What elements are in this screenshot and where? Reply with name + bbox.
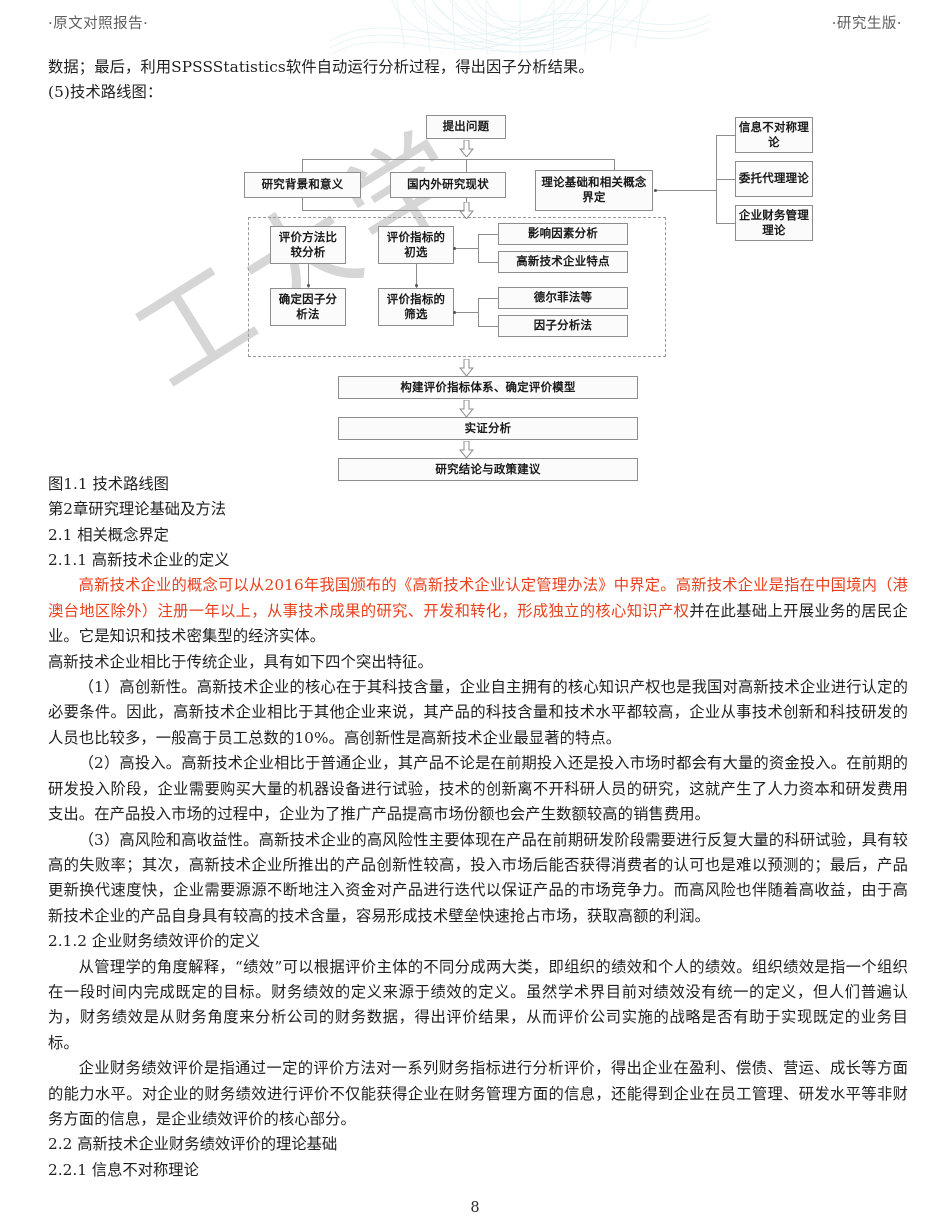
paragraph-performance-evaluation: 企业财务绩效评价是指通过一定的评价方法对一系列财务指标进行分析评价，得出企业在盈… xyxy=(48,1059,908,1128)
connector-theory-3 xyxy=(716,222,735,224)
flow-node-index-initial: 评价指标的初选 xyxy=(378,225,454,264)
connector-dot-theory-base xyxy=(654,188,657,192)
arrow-empirical-to-conclusion xyxy=(459,440,474,458)
arrow-problem-to-row xyxy=(459,139,474,157)
connector-bus-mid-drop xyxy=(466,158,467,172)
technical-roadmap-figure: 提出问题 研究背景和意义 国内外研究现状 理论基础和相关概念界定 信息不对称理论… xyxy=(48,110,908,481)
flow-node-problem: 提出问题 xyxy=(426,114,506,139)
flow-node-background: 研究背景和意义 xyxy=(244,171,361,198)
flow-node-hitech-features: 高新技术企业特点 xyxy=(498,250,628,273)
connector-initial-to-filter xyxy=(416,263,417,288)
figure-caption: 图1.1 技术路线图 xyxy=(48,474,169,493)
flow-node-research-status: 国内外研究现状 xyxy=(390,171,506,198)
connector-upper-pair-spine xyxy=(478,233,479,262)
connector-to-hitech xyxy=(478,261,498,263)
connector-theory-to-base xyxy=(656,189,716,191)
connector-dot-method-column xyxy=(307,283,310,287)
connector-bus-right-drop xyxy=(614,158,615,172)
connector-filter-to-pair xyxy=(455,311,478,313)
paragraph-performance-definition: 从管理学的角度解释，“绩效”可以根据评价主体的不同分成两大类，即组织的绩效和个人… xyxy=(48,957,908,1052)
paragraph-feature-risk-return: （3）高风险和高收益性。高新技术企业的高风险性主要体现在产品在前期研发阶段需要进… xyxy=(48,830,908,925)
connector-lower-pair-spine xyxy=(478,297,479,326)
section-heading-2-2: 2.2 高新技术企业财务绩效评价的理论基础 xyxy=(48,1135,338,1154)
definition-tail-text: 并在此基础上开展业务的居民企业。它是知识和技术密集型的经济实体。 xyxy=(48,601,908,646)
connector-to-delphi xyxy=(478,297,498,299)
arrow-row-to-group xyxy=(459,201,474,219)
header-left-label: ·原文对照报告· xyxy=(48,16,149,32)
section-heading-2-1: 2.1 相关概念界定 xyxy=(48,525,169,544)
flow-node-method-comparison: 评价方法比较分析 xyxy=(270,225,346,264)
connector-dot-filter-pair xyxy=(453,310,456,314)
flow-node-theory-info-asymmetry: 信息不对称理论 xyxy=(735,116,813,153)
paragraph-data-continuation: 数据；最后，利用SPSSStatistics软件自动运行分析过程，得出因子分析结… xyxy=(48,58,594,76)
chapter-heading: 第2章研究理论基础及方法 xyxy=(48,500,226,519)
connector-background-down xyxy=(302,197,303,210)
connector-initial-to-pair xyxy=(455,247,478,249)
dashed-group-container xyxy=(248,216,666,357)
flow-node-conclusion-policy: 研究结论与政策建议 xyxy=(338,457,638,481)
connector-theory-1 xyxy=(716,134,735,136)
section-heading-2-1-1: 2.1.1 高新技术企业的定义 xyxy=(48,551,230,570)
flow-node-theory-base: 理论基础和相关概念界定 xyxy=(535,169,653,211)
arrow-group-to-build xyxy=(459,358,474,376)
document-content: 数据；最后，利用SPSSStatistics软件自动运行分析过程，得出因子分析结… xyxy=(48,55,908,1183)
flow-node-index-filter: 评价指标的筛选 xyxy=(378,287,454,326)
flow-node-determine-factor-method: 确定因子分析法 xyxy=(270,287,346,326)
connector-dot-initial-pair xyxy=(453,246,456,250)
flow-node-build-model: 构建评价指标体系、确定评价模型 xyxy=(338,375,638,399)
arrow-build-to-empirical xyxy=(459,399,474,417)
paragraph-feature-innovation: （1）高创新性。高新技术企业的核心在于其科技含量，企业自主拥有的核心知识产权也是… xyxy=(48,678,908,747)
paragraph-tech-roadmap-label: (5)技术路线图： xyxy=(48,83,163,102)
connector-to-influence xyxy=(478,233,498,235)
page-running-header: ·原文对照报告· ·研究生版· xyxy=(0,12,950,36)
flow-node-delphi-method: 德尔菲法等 xyxy=(498,286,628,309)
page-number: 8 xyxy=(470,1200,480,1216)
connector-bus-left-drop xyxy=(302,158,303,172)
paragraph-features-intro: 高新技术企业相比于传统企业，具有如下四个突出特征。 xyxy=(48,652,433,671)
section-heading-2-1-2: 2.1.2 企业财务绩效评价的定义 xyxy=(48,932,261,951)
connector-theory-2 xyxy=(716,178,735,180)
connector-merge-bus xyxy=(302,209,466,211)
flow-node-factor-analysis-method: 因子分析法 xyxy=(498,314,628,337)
connector-top-bus xyxy=(302,158,614,160)
flow-node-empirical-analysis: 实证分析 xyxy=(338,416,638,440)
flow-node-influence-factors: 影响因素分析 xyxy=(498,222,628,245)
flow-node-theory-corporate-finance: 企业财务管理理论 xyxy=(735,204,813,241)
flow-node-theory-principal-agent: 委托代理理论 xyxy=(735,160,813,197)
section-heading-2-2-1: 2.2.1 信息不对称理论 xyxy=(48,1160,199,1179)
connector-to-factor-analysis xyxy=(478,325,498,327)
highlighted-red-text: 高新技术企业的概念可以从2016年我国颁布的《高新技术企业认定管理办法》中界定。… xyxy=(48,576,908,620)
connector-method-to-factor xyxy=(308,263,309,288)
header-right-label: ·研究生版· xyxy=(831,16,902,32)
paragraph-hitech-definition: 高新技术企业的概念可以从2016年我国颁布的《高新技术企业认定管理办法》中界定。… xyxy=(48,573,908,649)
connector-dot-index-column xyxy=(415,283,418,287)
paragraph-feature-investment: （2）高投入。高新技术企业相比于普通企业，其产品不论是在前期投入还是投入市场时都… xyxy=(48,754,908,824)
